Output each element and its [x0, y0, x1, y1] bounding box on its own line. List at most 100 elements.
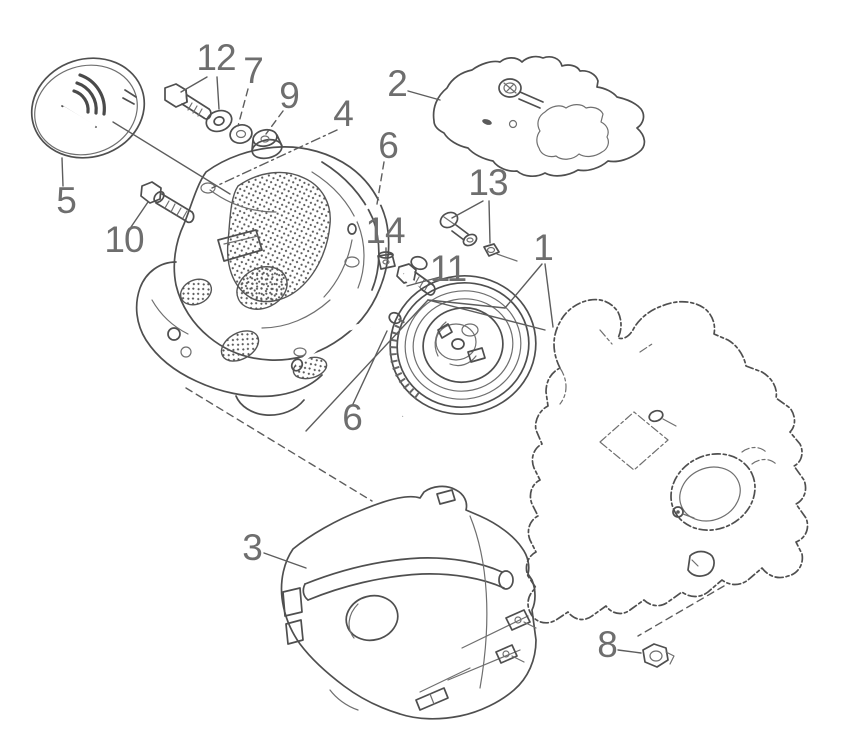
- leader-8-0: [617, 649, 642, 654]
- hose-fitting: [410, 255, 428, 271]
- drawing-path: [495, 644, 518, 664]
- drawing-path: [462, 233, 478, 247]
- drawing-path: [672, 506, 684, 518]
- leader-12-1: [216, 76, 220, 110]
- drawing-path: [293, 347, 307, 357]
- drawing-path: [223, 235, 259, 245]
- drawing-path: [511, 621, 537, 663]
- part-9-grommet: [251, 128, 283, 160]
- drawing-path: [236, 266, 288, 310]
- drawing-path: [412, 298, 514, 392]
- callout-13: 13: [468, 162, 507, 203]
- air-duct: [217, 229, 263, 262]
- leader-12-0: [180, 76, 208, 93]
- part-6-breather-hose-lower: [290, 311, 402, 372]
- callout-14: 14: [365, 210, 405, 251]
- drawing-path: [282, 587, 303, 617]
- callout-1: 1: [533, 227, 553, 268]
- drawing-path: [525, 298, 809, 624]
- drawing-path: [691, 559, 699, 567]
- callout-6: 6: [378, 125, 398, 166]
- drawing-path: [404, 290, 522, 400]
- part-4-fan-cover: [135, 146, 390, 416]
- drawing-path: [428, 407, 443, 434]
- drawing-path: [295, 316, 397, 367]
- drawing-path: [311, 171, 365, 289]
- leader-13-1: [488, 200, 491, 244]
- drawing-path: [389, 274, 537, 416]
- leader-3-0: [263, 552, 307, 569]
- arrow-arc-2: [75, 81, 98, 115]
- drawing-path: [290, 358, 304, 372]
- drawing-path: [741, 446, 777, 465]
- drawing-path: [396, 281, 530, 409]
- drawing-path: [345, 594, 399, 642]
- callout-10: 10: [104, 219, 144, 260]
- part-6-breather-hose-upper: [347, 199, 428, 271]
- leader-6-0: [376, 161, 385, 205]
- drawing-path: [151, 299, 189, 335]
- drawing-path: [140, 181, 162, 204]
- drawing-path: [682, 513, 695, 519]
- drawing-path: [469, 515, 488, 689]
- drawing-path: [285, 619, 304, 645]
- drawing-path: [451, 338, 465, 350]
- drawing-path: [153, 190, 165, 204]
- drawing-path: [483, 243, 500, 257]
- leader-7-0: [237, 88, 249, 127]
- leader-1-3: [305, 299, 429, 432]
- drawing-path: [649, 650, 663, 662]
- callout-3: 3: [242, 527, 262, 568]
- drawing-path: [503, 82, 517, 94]
- drawing-path: [321, 161, 380, 291]
- drawing-path: [396, 263, 417, 284]
- drawing-path: [436, 489, 456, 505]
- drawing-path: [434, 321, 447, 357]
- drawing-path: [229, 124, 253, 144]
- drawing-path: [344, 256, 360, 268]
- strap: [304, 557, 503, 585]
- drawing-path: [451, 224, 469, 241]
- part-12-bolt-washer: [164, 83, 233, 133]
- drawing-path: [670, 453, 756, 531]
- drawing-path: [382, 259, 390, 265]
- engine-block-outline: [525, 298, 809, 624]
- drawing-path: [235, 395, 305, 416]
- drawing-path: [508, 119, 518, 129]
- callout-2: 2: [387, 63, 407, 104]
- drawing-path: [559, 367, 567, 405]
- drawing-path: [179, 278, 213, 306]
- drawing-path: [173, 146, 390, 361]
- starter-housing: [135, 261, 323, 398]
- drawing-path: [122, 89, 137, 105]
- drawing-path: [461, 323, 479, 337]
- drawing-path: [280, 485, 537, 720]
- drawing-path: [379, 294, 406, 314]
- drawing-path: [662, 418, 677, 427]
- drawing-path: [348, 603, 359, 639]
- drawing-path: [679, 466, 741, 522]
- drawing-path: [167, 327, 181, 341]
- drawing-path: [502, 650, 510, 658]
- drawing-path: [467, 347, 486, 363]
- arrow-arc-1: [72, 89, 90, 114]
- drawing-path: [369, 325, 398, 337]
- drawing-path: [401, 395, 422, 418]
- drawing-path: [213, 116, 225, 126]
- panel-hole: [482, 119, 492, 125]
- drawing-path: [347, 223, 357, 235]
- callout-8: 8: [597, 624, 617, 665]
- drawing-path: [377, 253, 396, 270]
- leader-13-0: [451, 200, 484, 219]
- callout-6: 6: [342, 397, 362, 438]
- leader-11-0: [406, 276, 441, 287]
- drawing-path: [687, 550, 715, 577]
- part-3-muffler-box: [280, 485, 537, 720]
- drawing-path: [648, 409, 664, 423]
- drawing-path: [164, 200, 188, 219]
- drawing-path: [599, 329, 653, 353]
- callout-7: 7: [243, 50, 263, 91]
- drawing-path: [185, 89, 188, 103]
